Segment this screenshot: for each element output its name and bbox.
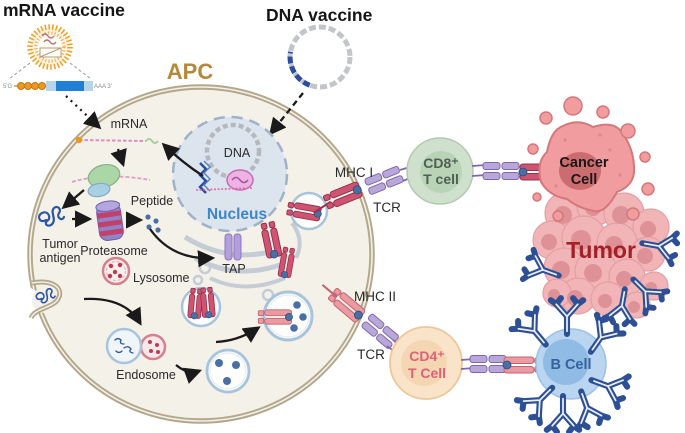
label-tcr-upper: TCR [373,200,401,215]
label-peptide: Peptide [131,194,173,208]
label-cd4-1: CD4⁺ [409,348,444,364]
lnp-entry-arrow [65,95,102,130]
cancer-cell [527,96,655,222]
label-nucleus: Nucleus [207,206,267,223]
label-proteasome: Proteasome [80,244,147,258]
label-tumor-antigen-2: antigen [39,251,80,265]
label-b-cell: B Cell [550,357,591,373]
plasmid-insert-icon [287,51,311,88]
lysosome-icon [101,256,131,286]
label-tcr-lower: TCR [357,347,385,362]
mhc1-molecule [313,180,365,214]
pathway-arrows [61,142,261,384]
label-cd8-2: T cell [423,171,459,187]
label-mhc1: MHC I [335,165,373,180]
tumor-mass [527,96,670,319]
apoptotic-blebs [527,96,655,222]
antibody-icon [547,396,579,432]
label-cancer-2: Cell [571,172,598,188]
label-tumor: Tumor [566,237,636,263]
mrna-construct-icon: 5'G AAA 3' [3,81,112,91]
dna-helix-icon [198,162,208,194]
mrna-vaccine-group: 5'G AAA 3' [3,24,112,130]
proteasome-icon [95,200,124,241]
b-cell [535,328,607,400]
dna-vaccine-group [268,24,353,136]
mhc2-molecule [321,284,368,325]
transport-vesicles [180,191,329,394]
label-dna: DNA [224,146,251,160]
label-mrna: mRNA [111,117,148,131]
construct-5prime-label: 5'G [3,84,12,90]
peptide-dots [145,214,161,233]
dna-entry-arrow [268,92,304,136]
label-cd8-1: CD8⁺ [423,155,458,171]
tcr-molecule [469,355,507,373]
label-endosome: Endosome [116,368,176,382]
label-cancer-1: Cancer [559,155,609,171]
label-tap: TAP [222,262,245,276]
label-tumor-antigen-1: Tumor [42,237,78,251]
tap-transporter-icon [224,233,242,261]
tcr-molecule [360,312,400,350]
label-dna-vaccine: DNA vaccine [266,5,373,25]
ribosome-icon [71,163,151,198]
label-mrna-vaccine: mRNA vaccine [3,0,125,20]
label-cd4-2: T Cell [408,365,446,381]
nucleus-group [171,115,289,233]
cd8-t-cell [406,137,558,205]
membrane-invagination [13,279,63,320]
cd4-t-cell [389,326,542,400]
label-mhc2: MHC II [354,289,396,304]
cytoplasmic-mrna-icon [78,139,147,142]
tcr-molecule [482,162,520,180]
endosome-icon [105,327,167,365]
cytosolic-pathway [37,136,167,365]
label-apc: APC [167,59,214,84]
construct-3prime-label: AAA 3' [94,84,112,90]
label-lysosome: Lysosome [133,271,190,285]
